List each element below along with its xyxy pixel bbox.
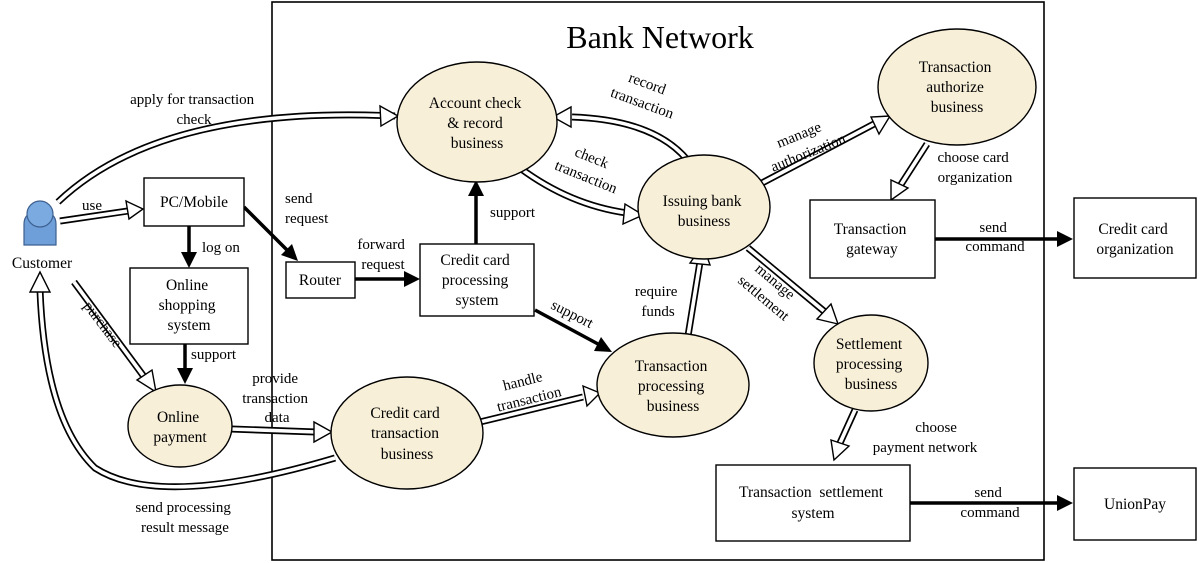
customer-person-icon: [23, 200, 57, 246]
settlement-processing-business-ellipse: Settlement processing business: [813, 314, 929, 412]
online-payment-ellipse: Online payment: [127, 384, 233, 468]
issuing-bank-label: Issuing bank business: [663, 193, 746, 230]
router-label: Router: [299, 272, 342, 289]
handle-transaction-label: handle transaction: [491, 366, 564, 416]
settlement-processing-label: Settlement processing business: [836, 336, 906, 393]
send-command-org-label: send command: [965, 220, 1025, 255]
send-result-label: send processing result message: [135, 500, 234, 536]
transaction-processing-business-ellipse: Transaction processing business: [596, 332, 750, 438]
support-cc-label: support: [490, 205, 536, 221]
manage-settlement-label: manage settlement: [734, 257, 805, 325]
authorize-label: Transaction authorize business: [919, 59, 996, 116]
solid-arrows: [177, 180, 1073, 511]
issuing-bank-business-ellipse: Issuing bank business: [637, 154, 771, 260]
router-box: Router: [285, 261, 356, 299]
apply-label: apply for transaction check: [130, 92, 258, 128]
choose-card-org-label: choose card organization: [938, 150, 1013, 186]
transaction-gateway-box: Transaction gateway: [809, 199, 936, 279]
online-shopping-label: Online shopping system: [159, 277, 220, 334]
bank-network-frame: [271, 1, 1045, 561]
credit-card-organization-box: Credit card organization: [1073, 197, 1197, 279]
support-shopping-label: support: [191, 347, 237, 363]
online-shopping-system-box: Online shopping system: [129, 267, 249, 345]
gateway-label: Transaction gateway: [834, 221, 911, 258]
pc-mobile-label: PC/Mobile: [160, 194, 228, 211]
send-command-unionpay-label: send command: [960, 485, 1020, 521]
send-request-label: send request: [285, 191, 329, 227]
record-transaction-label: record transaction: [608, 66, 683, 123]
purchase-label: purchase: [80, 299, 125, 351]
customer-label: Customer: [12, 255, 73, 272]
use-label: use: [82, 198, 102, 214]
choose-payment-network-label: choose payment network: [873, 420, 978, 456]
support-tp-label: support: [548, 297, 596, 332]
unionpay-label: UnionPay: [1104, 496, 1166, 513]
online-payment-label: Online payment: [153, 409, 207, 446]
bank-network-title: Bank Network: [566, 19, 754, 55]
check-transaction-label: check transaction: [552, 139, 627, 197]
unionpay-box: UnionPay: [1073, 467, 1197, 541]
transaction-authorize-business-ellipse: Transaction authorize business: [877, 28, 1037, 146]
pc-mobile-box: PC/Mobile: [143, 177, 245, 227]
cc-processing-label: Credit card processing system: [440, 252, 513, 309]
provide-data-label: provide transaction data: [242, 371, 312, 426]
settlement-system-label: Transaction settlement system: [739, 484, 887, 522]
account-check-record-business-ellipse: Account check & record business: [396, 61, 558, 183]
account-check-label: Account check & record business: [429, 95, 525, 152]
credit-card-processing-system-box: Credit card processing system: [419, 243, 535, 317]
transaction-processing-label: Transaction processing business: [635, 358, 712, 415]
transaction-settlement-system-box: Transaction settlement system: [715, 464, 911, 542]
hollow-arrows: [36, 111, 930, 491]
manage-authorization-label: manage authorization: [761, 112, 848, 175]
cc-transaction-label: Credit card transaction business: [370, 405, 443, 463]
hollow-arrow-heads: [28, 104, 910, 462]
log-on-label: log on: [202, 240, 240, 256]
require-funds-label: require funds: [635, 284, 681, 320]
cc-org-label: Credit card organization: [1096, 221, 1173, 258]
credit-card-transaction-business-ellipse: Credit card transaction business: [330, 376, 484, 490]
forward-request-label: forward request: [357, 237, 408, 273]
